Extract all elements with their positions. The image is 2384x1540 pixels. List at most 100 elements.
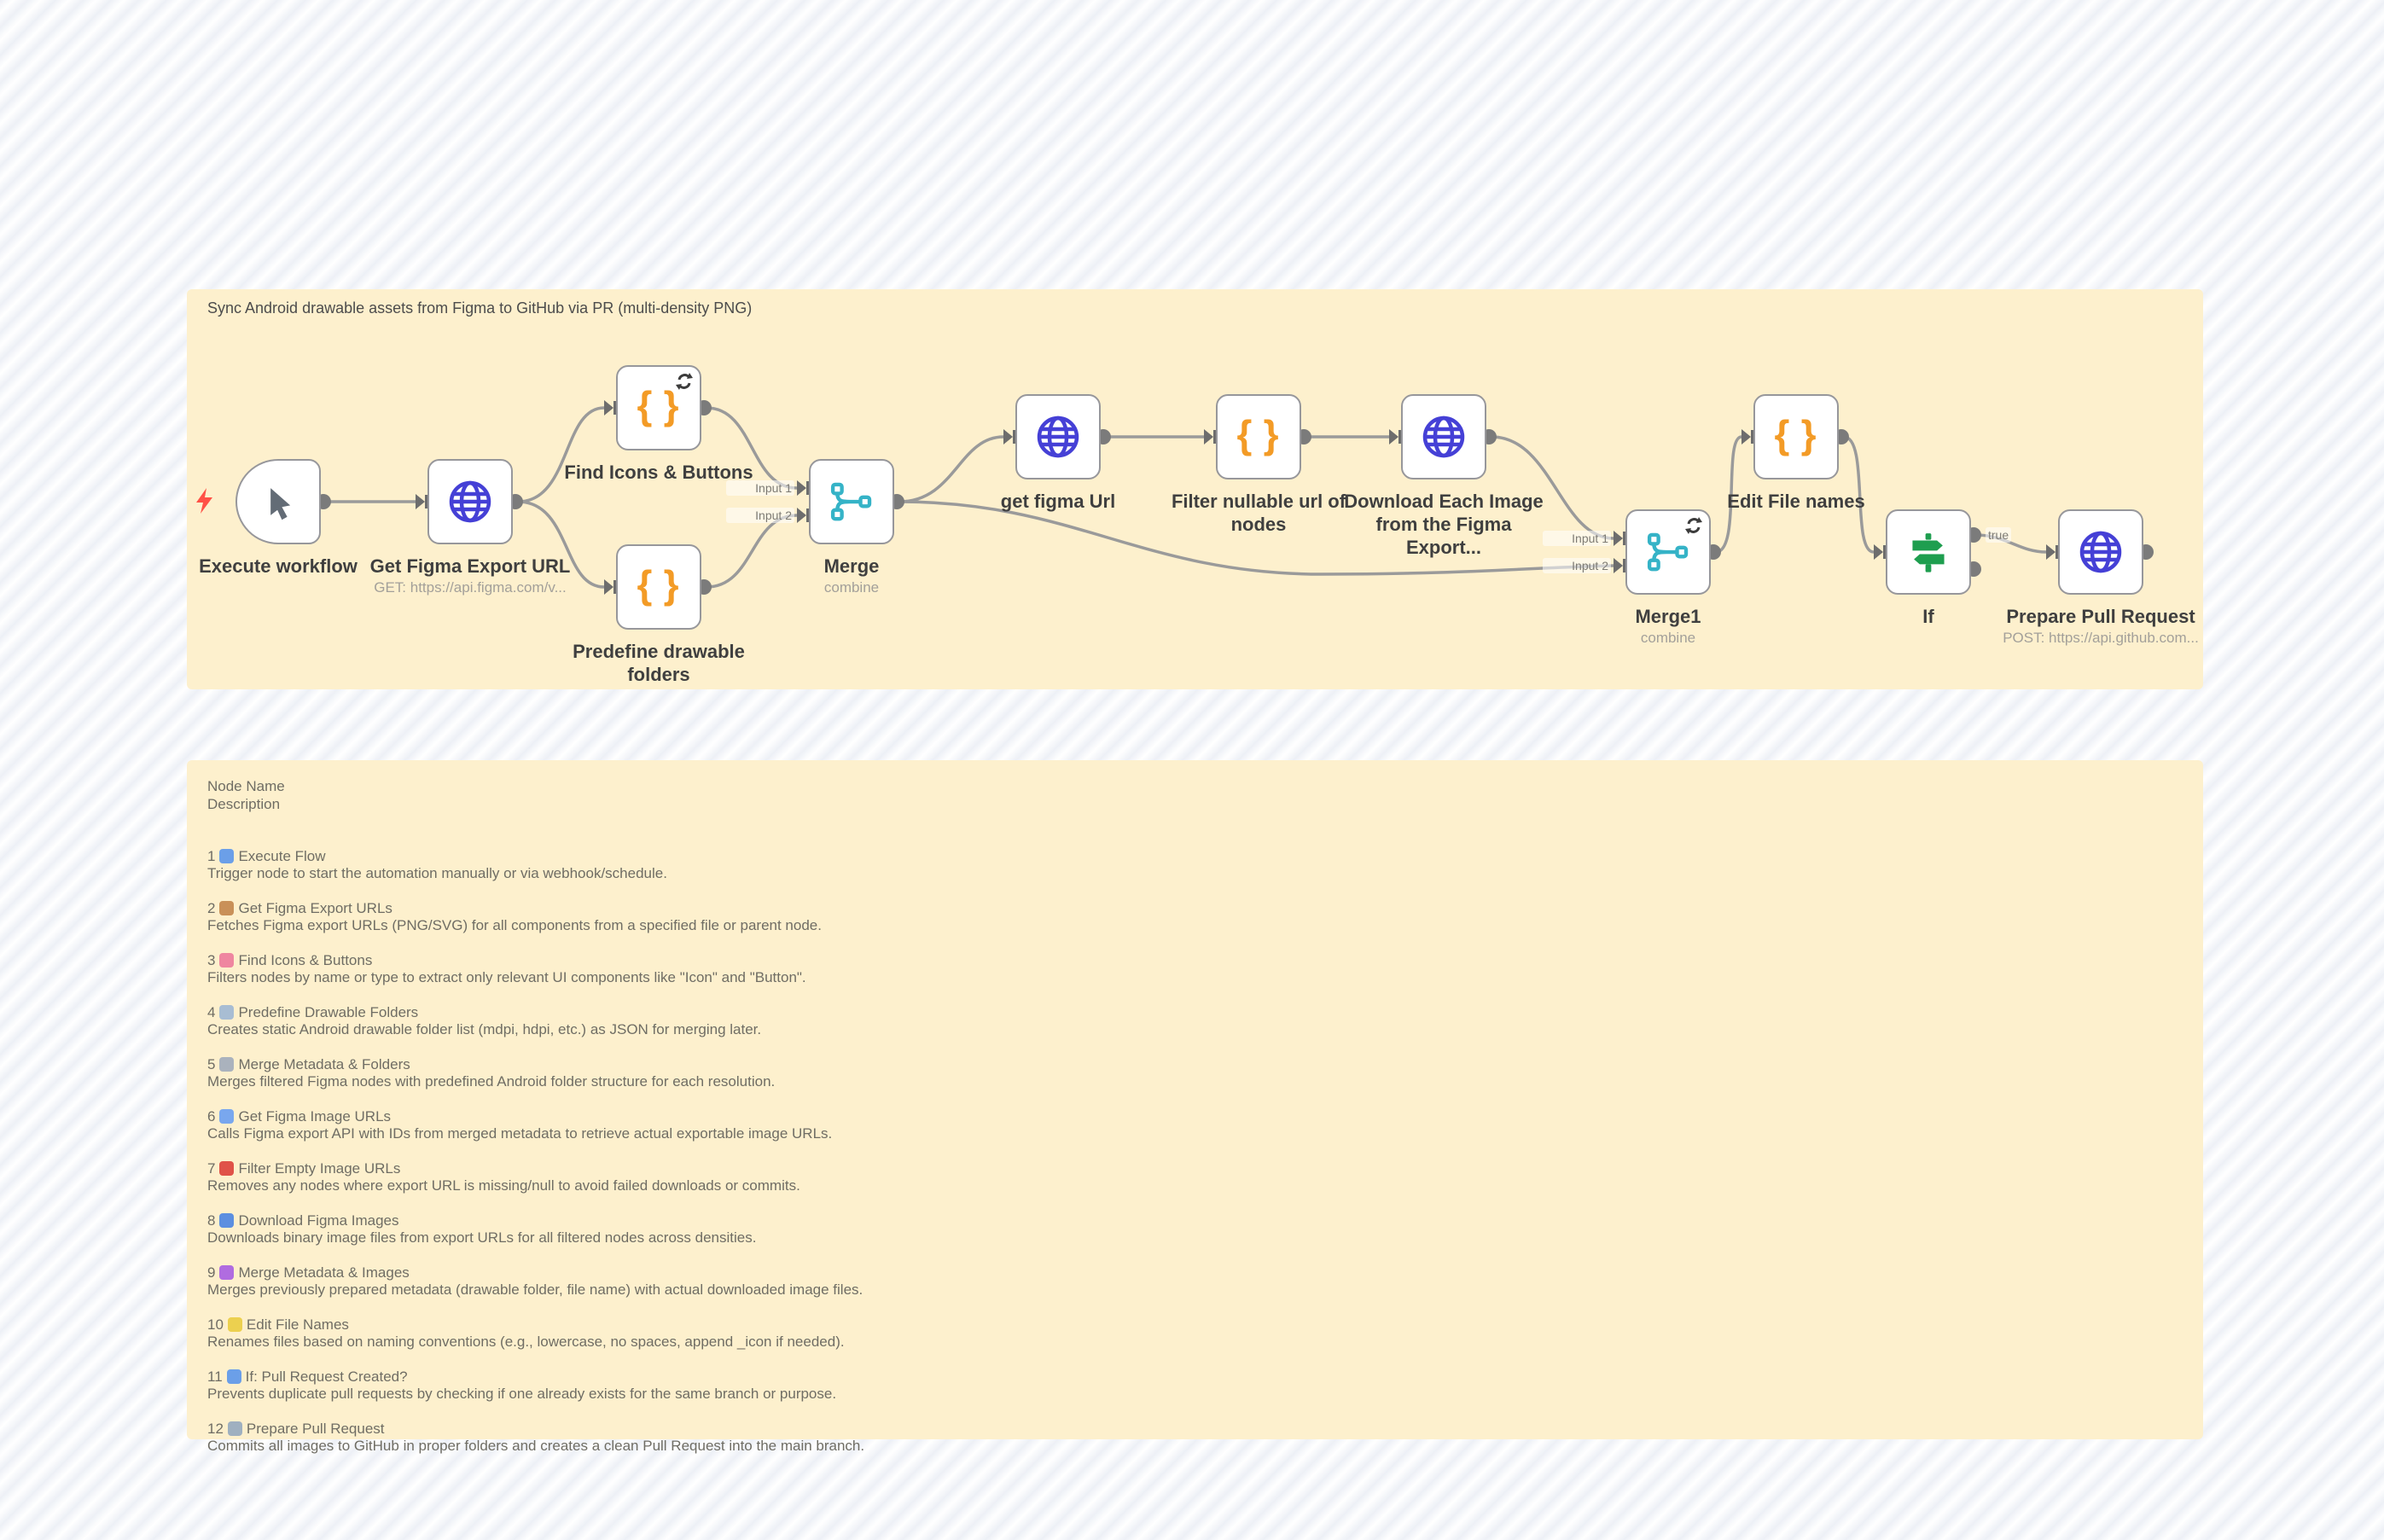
if-icon [1912,533,1945,572]
node-label: If [1922,606,1934,627]
node-predefine-drawable-folders[interactable]: { } [616,544,701,630]
input-ports [416,400,2060,595]
palette-icon [219,901,235,915]
refresh-icon [676,373,693,390]
description-item-text: Removes any nodes where export URL is mi… [207,1177,800,1194]
description-item-text: Merges previously prepared metadata (dra… [207,1281,863,1298]
node-label: Merge [823,555,880,577]
description-item-text: Creates static Android drawable folder l… [207,1021,762,1037]
node-execute-workflow[interactable] [235,459,321,544]
workflow-canvas-panel: Sync Android drawable assets from Figma … [187,289,2203,689]
header-node-name: Node Name [207,778,285,794]
globe-icon [1422,416,1465,458]
description-item-text: Fetches Figma export URLs (PNG/SVG) for … [207,917,822,933]
inbox-icon [219,1213,235,1228]
description-item-text: Merges filtered Figma nodes with predefi… [207,1073,776,1090]
node-download-each-image[interactable] [1401,394,1486,479]
node-get-figma-export-url[interactable] [427,459,513,544]
braces-icon: { } [637,562,681,607]
globe-icon [1037,416,1079,458]
node-label: Prepare Pull Request [2006,606,2195,627]
node-if[interactable] [1886,509,1971,595]
node-label: Execute workflow [199,555,358,577]
description-item-text: Trigger node to start the automation man… [207,865,667,881]
node-label: Edit File names [1727,491,1865,512]
link-icon [219,1057,235,1072]
lightning-icon [196,488,212,514]
refresh-icon [1685,517,1702,534]
node-prepare-pull-request[interactable] [2058,509,2143,595]
node-label: Predefine drawable folders [573,641,745,685]
node-find-icons-buttons[interactable]: { } [616,365,701,450]
description-item-text: Downloads binary image files from export… [207,1229,757,1246]
braces-icon: { } [1774,412,1818,456]
braces-icon: { } [637,383,681,427]
node-label: Filter nullable url of nodes [1171,491,1346,535]
merge1-input2-label: Input 2 [1543,558,1611,573]
merge-input2-label: Input 2 [726,508,794,523]
descriptions-header: Node Name Description [207,777,2183,813]
node-sublabel: combine [1640,630,1696,646]
description-item-text: Filters nodes by name or type to extract… [207,969,806,985]
if-true-label: true [1986,527,2012,543]
globe-icon [219,1109,235,1124]
globe-icon [449,480,491,523]
node-sublabel: combine [823,579,880,596]
node-get-figma-url[interactable] [1015,394,1101,479]
node-sublabel: POST: https://api.github.com... [2003,630,2199,646]
node-sublabel: GET: https://api.figma.com/v... [374,579,567,596]
node-label: Find Icons & Buttons [564,462,753,483]
memo-icon [227,1317,242,1332]
description-item-text: Calls Figma export API with IDs from mer… [207,1125,833,1142]
prohibited-icon [219,1161,235,1176]
dna-icon [219,1265,235,1280]
header-description: Description [207,796,281,812]
rocket-icon [227,1421,242,1436]
description-item-text: Renames files based on naming convention… [207,1334,845,1350]
repeat-icon [226,1369,241,1384]
description-item-text: Prevents duplicate pull requests by chec… [207,1386,837,1402]
node-label: get figma Url [1000,491,1116,512]
description-item-text: Commits all images to GitHub in proper f… [207,1438,865,1454]
cursor-icon [270,488,291,520]
merge-icon [1647,532,1689,572]
folder-icon [219,1005,235,1020]
node-merge[interactable] [809,459,894,544]
braces-icon: { } [1236,412,1281,456]
merge-icon [830,482,872,521]
node-label: Merge1 [1635,606,1701,627]
workflow-title: Sync Android drawable assets from Figma … [207,299,753,317]
repeat-icon [219,849,235,863]
globe-icon [2079,531,2122,573]
merge-input1-label: Input 1 [726,480,794,496]
node-filter-nullable-url[interactable]: { } [1216,394,1301,479]
node-merge1[interactable] [1625,509,1711,595]
workflow-connections [316,400,2154,595]
node-edit-file-names[interactable]: { } [1753,394,1839,479]
merge1-input1-label: Input 1 [1543,531,1611,546]
brain-icon [219,953,235,968]
node-label: Get Figma Export URL [369,555,571,577]
